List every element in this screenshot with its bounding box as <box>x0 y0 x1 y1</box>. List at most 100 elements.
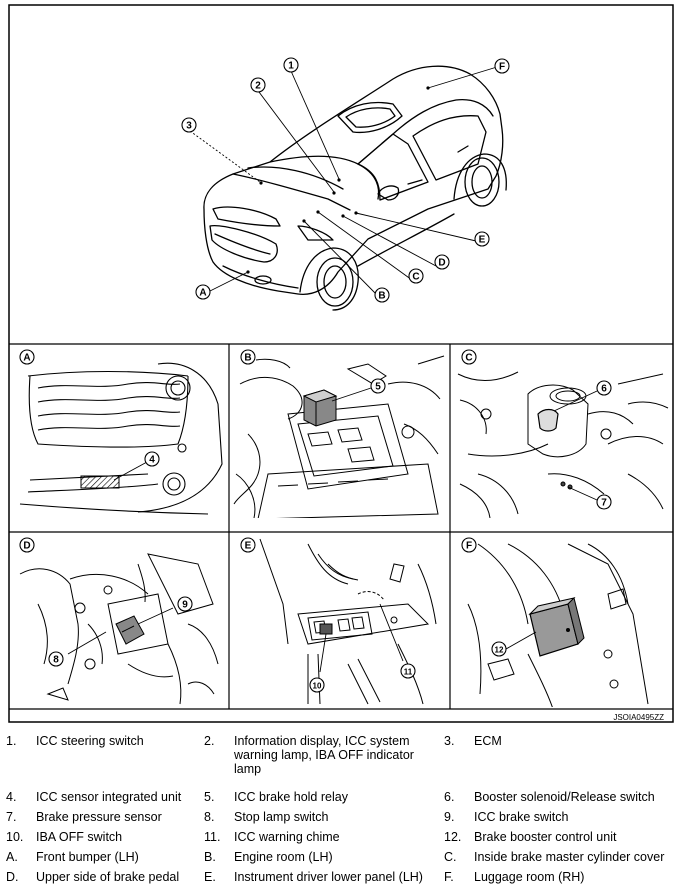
svg-text:11: 11 <box>404 668 413 677</box>
legend-number: 4. <box>6 790 17 804</box>
panel-letter-e: E <box>240 537 256 553</box>
legend-number: 11. <box>204 830 221 844</box>
legend-text: ECM <box>474 734 502 748</box>
legend-text: Front bumper (LH) <box>36 850 139 864</box>
svg-text:F: F <box>499 62 505 73</box>
detail-callout-6: 6 <box>596 380 612 396</box>
overview-callout-c: C <box>408 268 424 284</box>
overview-callout-d: D <box>434 254 450 270</box>
svg-text:2: 2 <box>255 81 261 92</box>
overview-callout-f: F <box>494 58 510 74</box>
legend-number: A. <box>6 850 18 864</box>
legend-text: Engine room (LH) <box>234 850 333 864</box>
svg-text:B: B <box>244 353 251 364</box>
legend-text: ICC brake hold relay <box>234 790 348 804</box>
legend-number: 10. <box>6 830 24 844</box>
legend-number: B. <box>204 850 216 864</box>
vehicle-overview <box>203 65 507 311</box>
svg-text:B: B <box>378 291 385 302</box>
brake-booster-control-unit <box>528 597 585 657</box>
booster-solenoid <box>537 408 559 432</box>
icc-sensor-hatched <box>80 475 120 489</box>
panel-a-drawing <box>19 362 223 515</box>
svg-text:12: 12 <box>495 646 504 655</box>
legend: 1. ICC steering switch 2. Information displ… <box>0 728 683 893</box>
legend-number: 8. <box>204 810 215 824</box>
figure-frame <box>8 4 674 723</box>
legend-number: 3. <box>444 734 455 748</box>
relay-box <box>302 389 338 427</box>
overview-callout-a: A <box>195 284 211 300</box>
panel-letter-b: B <box>240 349 256 365</box>
detail-callout-5: 5 <box>370 378 386 394</box>
svg-text:3: 3 <box>186 121 192 132</box>
detail-callout-7: 7 <box>596 494 612 510</box>
legend-text: ICC sensor integrated unit <box>36 790 182 804</box>
legend-text: Upper side of brake pedal <box>36 870 180 884</box>
panel-letter-d: D <box>19 537 35 553</box>
overview-callout-e: E <box>474 231 490 247</box>
icc-brake-switch-d <box>115 615 145 645</box>
legend-number: F. <box>444 870 454 884</box>
svg-text:E: E <box>245 541 252 552</box>
legend-text: Inside brake master cylinder cover <box>474 850 665 864</box>
legend-text: Booster solenoid/Release switch <box>474 790 655 804</box>
svg-text:E: E <box>479 235 486 246</box>
legend-text: ICC warning chime <box>234 830 340 844</box>
legend-number: 9. <box>444 810 455 824</box>
svg-text:1: 1 <box>288 61 294 72</box>
detail-callout-4: 4 <box>144 451 160 467</box>
svg-text:6: 6 <box>601 384 607 395</box>
panel-letter-a: A <box>19 349 35 365</box>
legend-text: ICC brake switch <box>474 810 569 824</box>
panel-c-drawing <box>457 371 669 518</box>
detail-callout-9: 9 <box>177 596 193 612</box>
detail-callout-11: 11 <box>400 663 416 679</box>
legend-number: E. <box>204 870 216 884</box>
legend-number: 12. <box>444 830 462 844</box>
overview-callout-1: 1 <box>283 57 299 73</box>
legend-text: Instrument driver lower panel (LH) <box>234 870 423 884</box>
iba-off-switch-mark <box>319 623 333 635</box>
legend-number: 2. <box>204 734 215 748</box>
svg-text:5: 5 <box>375 382 381 393</box>
figure-code: JSOIA0495ZZ <box>613 713 664 722</box>
detail-callout-10: 10 <box>309 677 325 693</box>
detail-callout-8: 8 <box>48 651 64 667</box>
legend-text: Stop lamp switch <box>234 810 329 824</box>
legend-number: 7. <box>6 810 17 824</box>
overview-leaders <box>189 66 498 297</box>
svg-text:9: 9 <box>182 600 188 611</box>
legend-text: Brake booster control unit <box>474 830 617 844</box>
panel-letter-c: C <box>461 349 477 365</box>
svg-text:D: D <box>438 258 445 269</box>
svg-text:A: A <box>23 353 30 364</box>
overview-callout-3: 3 <box>181 117 197 133</box>
legend-text: IBA OFF switch <box>36 830 123 844</box>
svg-text:C: C <box>412 272 419 283</box>
legend-text: Brake pressure sensor <box>36 810 162 824</box>
svg-text:F: F <box>466 541 472 552</box>
detail-callout-12: 12 <box>491 641 507 657</box>
panel-e-drawing <box>259 538 437 705</box>
legend-text: ICC steering switch <box>36 734 144 748</box>
legend-text: Information display, ICC system warning … <box>234 734 414 776</box>
svg-text:10: 10 <box>313 682 322 691</box>
panel-letter-f: F <box>461 537 477 553</box>
legend-number: C. <box>444 850 457 864</box>
legend-text: Luggage room (RH) <box>474 870 585 884</box>
svg-text:A: A <box>199 288 206 299</box>
overview-callout-2: 2 <box>250 77 266 93</box>
legend-number: 6. <box>444 790 455 804</box>
panel-b-drawing <box>233 355 445 518</box>
legend-number: 1. <box>6 734 17 748</box>
svg-text:8: 8 <box>53 655 59 666</box>
legend-number: 5. <box>204 790 215 804</box>
overview-callout-b: B <box>374 287 390 303</box>
overview-dots <box>246 86 430 274</box>
legend-number: D. <box>6 870 19 884</box>
svg-text:D: D <box>23 541 30 552</box>
